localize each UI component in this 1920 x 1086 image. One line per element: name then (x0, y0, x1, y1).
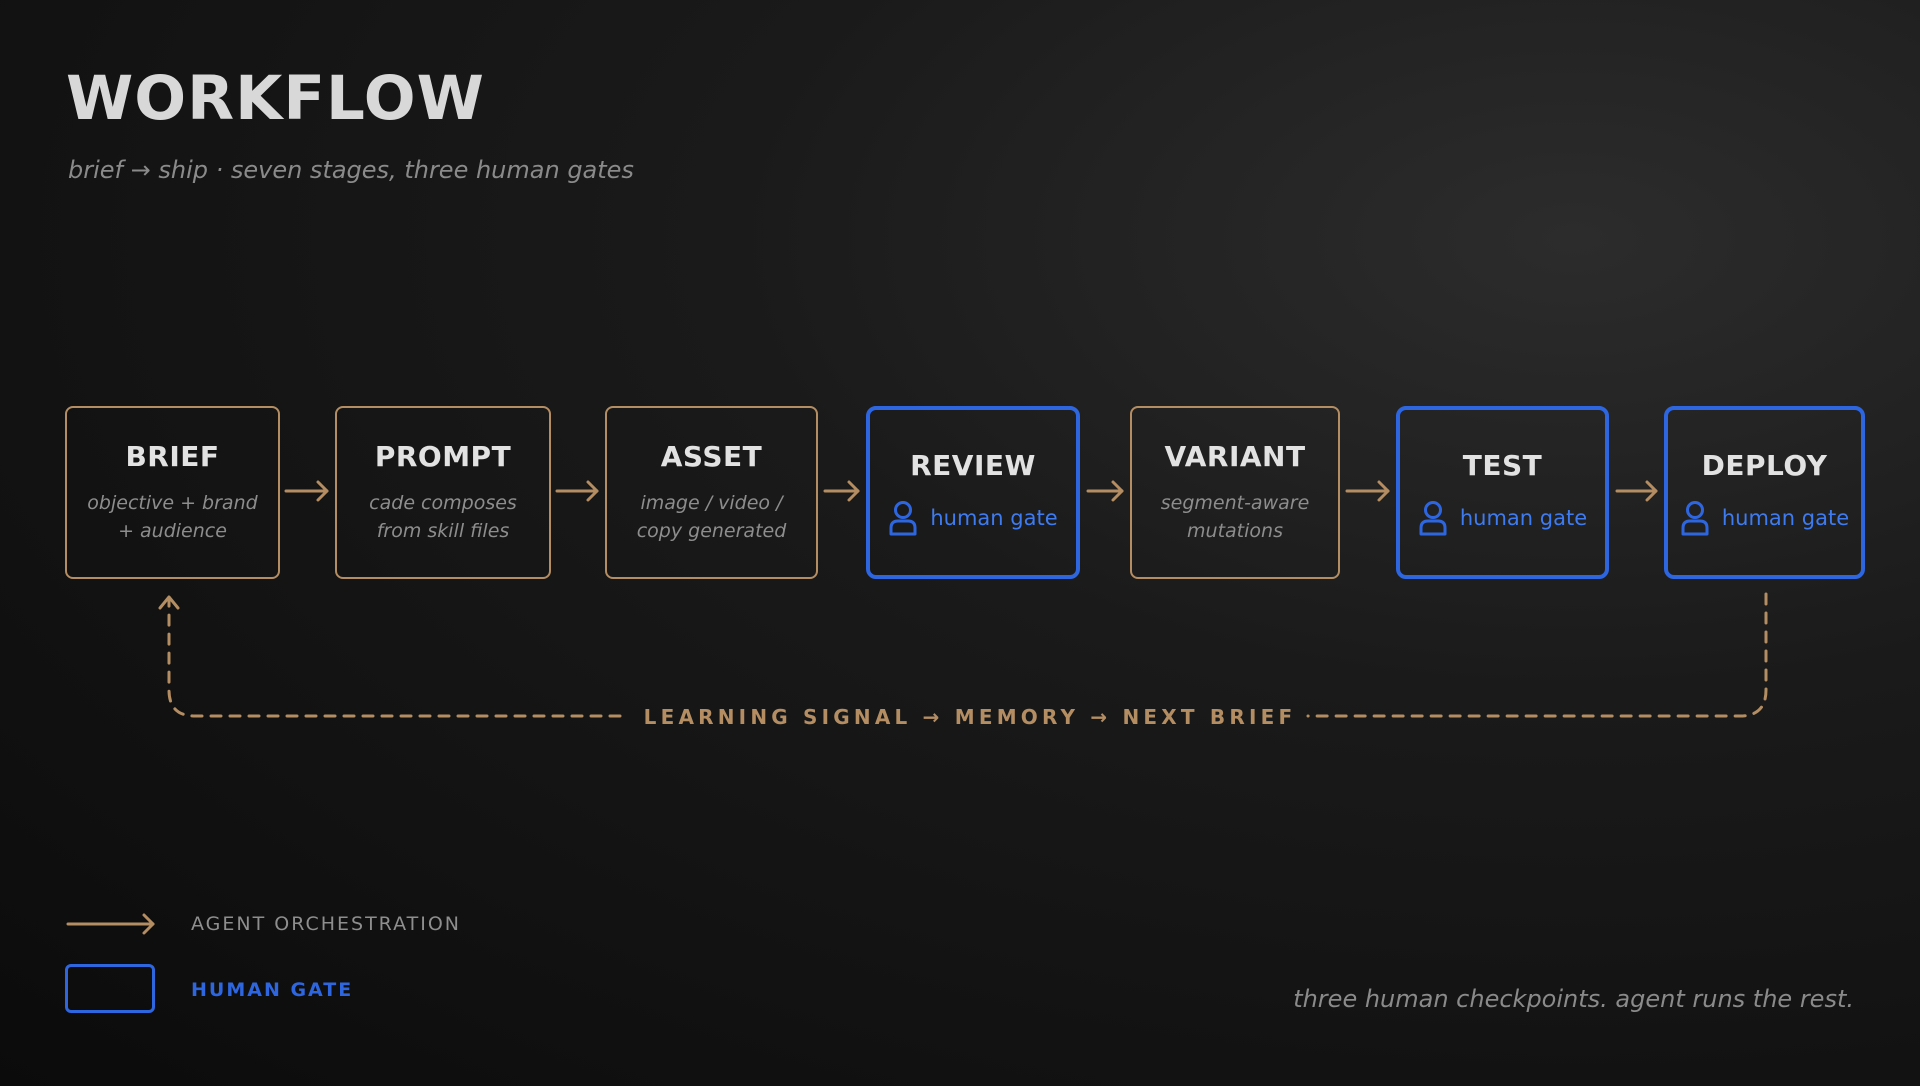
human-gate-tag: human gate (1418, 500, 1587, 536)
stage-prompt: PROMPT cade composes from skill files (335, 406, 551, 579)
page-title: WORKFLOW (66, 63, 485, 134)
person-icon (888, 500, 918, 536)
stage-description: objective + brand + audience (87, 492, 258, 542)
stage-review: REVIEW human gate (866, 406, 1080, 579)
flow-arrow-brief-prompt (284, 480, 329, 502)
human-gate-tag: human gate (1680, 500, 1849, 536)
stage-brief: BRIEF objective + brand + audience (65, 406, 280, 579)
stage-title: ASSET (660, 440, 763, 473)
human-gate-label: human gate (1459, 506, 1588, 530)
flow-arrow-asset-review (823, 480, 860, 502)
flow-arrow-review-variant (1086, 480, 1124, 502)
human-gate-label: human gate (930, 506, 1058, 530)
stage-test: TEST human gate (1396, 406, 1609, 579)
flow-arrow-test-deploy (1615, 480, 1658, 502)
stage-variant: VARIANT segment-aware mutations (1130, 406, 1340, 579)
feedback-loop (158, 592, 1768, 718)
person-icon (1418, 500, 1448, 536)
person-icon (1680, 500, 1710, 536)
flow-arrow-variant-test (1345, 480, 1390, 502)
stage-description: cade composes from skill files (369, 492, 517, 542)
page-subtitle: brief → ship · seven stages, three human… (68, 156, 634, 184)
feedback-loop-left (167, 598, 622, 718)
stage-description: segment-aware mutations (1160, 492, 1310, 542)
stage-title: TEST (1462, 449, 1543, 482)
legend-arrow-icon (66, 913, 155, 935)
stage-title: PROMPT (374, 440, 512, 473)
stage-title: REVIEW (910, 449, 1036, 482)
legend-gate-label: HUMAN GATE (191, 979, 354, 1001)
stage-title: VARIANT (1164, 440, 1306, 473)
legend-gate-swatch (65, 964, 155, 1013)
feedback-loop-arrowhead (158, 595, 180, 610)
flow-arrow-prompt-asset (555, 480, 599, 502)
feedback-loop-label: LEARNING SIGNAL → MEMORY → NEXT BRIEF (643, 705, 1297, 729)
stage-title: BRIEF (125, 440, 220, 473)
stage-title: DEPLOY (1701, 449, 1828, 482)
human-gate-tag: human gate (888, 500, 1058, 536)
feedback-loop-right (1306, 592, 1768, 718)
footer-note: three human checkpoints. agent runs the … (1293, 985, 1854, 1013)
stage-asset: ASSET image / video / copy generated (605, 406, 818, 579)
stage-description: image / video / copy generated (636, 492, 787, 542)
stage-deploy: DEPLOY human gate (1664, 406, 1865, 579)
legend-agent-label: AGENT ORCHESTRATION (191, 913, 462, 935)
human-gate-label: human gate (1721, 506, 1850, 530)
